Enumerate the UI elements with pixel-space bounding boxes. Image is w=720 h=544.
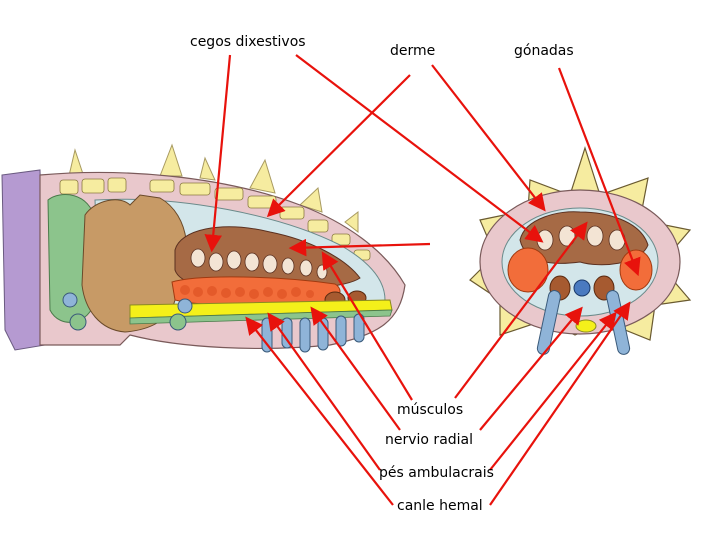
arrow-pes-right	[489, 311, 617, 471]
left-circles	[62, 292, 193, 331]
hemal-canal	[575, 319, 597, 333]
outer-body-purple	[1, 169, 46, 351]
caeca-cross-lobes	[536, 225, 626, 251]
label-canle-hemal: canle hemal	[397, 498, 483, 514]
arrow-nervio-left	[310, 306, 401, 431]
arrow-musculos-1	[288, 238, 431, 257]
longitudinal-section	[1, 143, 406, 353]
arrow-pes-left	[267, 312, 381, 471]
arrow-nervio-right	[479, 306, 583, 431]
radial-canal	[573, 279, 591, 297]
arrow-canle-left	[245, 316, 394, 506]
label-musculos: músculos	[397, 402, 464, 418]
arrow-musculos-3	[454, 221, 588, 399]
arrow-cegos-right	[295, 54, 544, 243]
label-pes-ambulacrais: pés ambulacrais	[379, 465, 494, 481]
dorsal-ossicles	[59, 177, 371, 261]
label-cegos-dixestivos: cegos dixestivos	[190, 34, 306, 50]
arrow-canle-right	[489, 301, 631, 506]
label-gonadas: gónadas	[514, 43, 574, 59]
gonad-left	[507, 247, 549, 293]
gonad-texture	[180, 285, 314, 299]
label-arrows	[204, 54, 641, 506]
label-nervio-radial: nervio radial	[385, 432, 474, 448]
arrow-cegos-left	[204, 54, 232, 253]
caeca-lobes	[190, 248, 328, 280]
arrow-gonadas	[557, 67, 641, 277]
label-derme: derme	[390, 43, 436, 59]
arrow-musculos-2	[321, 251, 413, 401]
dorsal-spines	[67, 143, 359, 234]
arrow-derme-right	[431, 64, 546, 212]
cross-section	[469, 146, 692, 355]
arrow-derme-left	[266, 74, 411, 218]
